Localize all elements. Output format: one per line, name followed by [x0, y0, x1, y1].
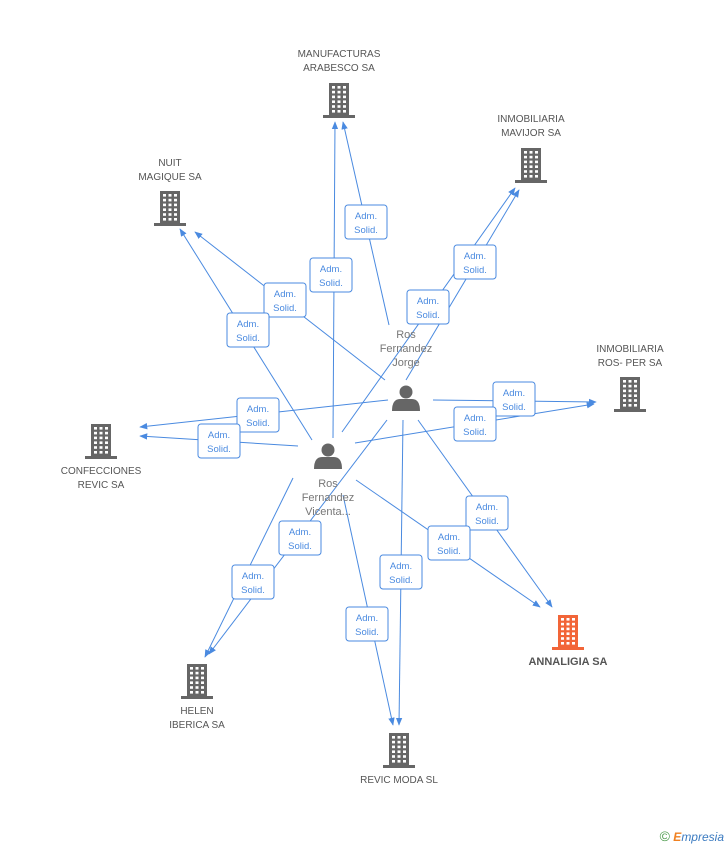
edge-label-text: Solid.	[288, 541, 312, 552]
edge-label-text: Solid.	[389, 575, 413, 586]
edge-label-text: Adm.	[476, 502, 498, 513]
building-icon[interactable]	[85, 424, 117, 459]
edge-role-label[interactable]: Adm. Solid.	[345, 606, 389, 642]
edge-label-text: Adm.	[242, 571, 264, 582]
building-icon[interactable]	[515, 148, 547, 183]
company-label-manufacturas[interactable]: MANUFACTURAS	[298, 49, 381, 60]
edge-label-text: Adm.	[464, 251, 486, 262]
person-label-vicenta[interactable]: Fernandez	[302, 492, 355, 504]
edge-label-text: Solid.	[463, 427, 487, 438]
company-label-confecciones[interactable]: REVIC SA	[78, 480, 125, 491]
person-label-vicenta[interactable]: Vicenta...	[305, 506, 351, 518]
edge-role-label[interactable]: Adm. Solid.	[197, 423, 241, 459]
edge-label-text: Solid.	[236, 333, 260, 344]
edge-label-text: Adm.	[438, 532, 460, 543]
edge-label-text: Adm.	[390, 561, 412, 572]
edge-label-text: Solid.	[241, 585, 265, 596]
edge-role-label[interactable]: Adm. Solid.	[453, 406, 497, 442]
person-label-jorge[interactable]: Fernandez	[380, 343, 433, 355]
person-icon[interactable]	[392, 385, 420, 412]
edge-role-label[interactable]: Adm. Solid.	[263, 282, 307, 318]
edge-label-text: Adm.	[503, 388, 525, 399]
building-icon[interactable]	[383, 733, 415, 768]
building-icon[interactable]	[552, 615, 584, 650]
edge-role-label[interactable]: Adm. Solid.	[406, 289, 450, 325]
edge-label-text: Solid.	[354, 225, 378, 236]
company-label-rosper[interactable]: INMOBILIARIA	[596, 344, 664, 355]
edge-label-text: Solid.	[246, 418, 270, 429]
edge-label-text: Solid.	[416, 310, 440, 321]
company-label-confecciones[interactable]: CONFECCIONES	[61, 466, 142, 477]
company-label-nuit[interactable]: MAGIQUE SA	[138, 172, 202, 183]
edge-role-label[interactable]: Adm. Solid.	[309, 257, 353, 293]
edge-label-text: Adm.	[237, 319, 259, 330]
edge-label-text: Solid.	[463, 265, 487, 276]
edge-label-text: Adm.	[289, 527, 311, 538]
person-label-jorge[interactable]: Jorge	[392, 357, 420, 369]
company-label-annaligia[interactable]: ANNALIGIA SA	[528, 656, 607, 668]
brand-name: mpresia	[681, 830, 724, 844]
edge-label-text: Solid.	[502, 402, 526, 413]
edge-labels-layer: Adm. Solid. Adm. Solid. Adm. Solid. Adm. Solid.…	[197, 204, 536, 642]
edge-label-text: Solid.	[207, 444, 231, 455]
company-label-rosper[interactable]: ROS- PER SA	[598, 358, 663, 369]
edge-label-text: Adm.	[417, 296, 439, 307]
edge-role-label[interactable]: Adm. Solid.	[231, 564, 275, 600]
edge-role-label[interactable]: Adm. Solid.	[465, 495, 509, 531]
edge-label-text: Adm.	[247, 404, 269, 415]
edge-label-text: Solid.	[319, 278, 343, 289]
empresia-logo[interactable]: © Empresia	[660, 828, 724, 844]
edge-label-text: Solid.	[437, 546, 461, 557]
company-label-mavijor[interactable]: INMOBILIARIA	[497, 114, 565, 125]
person-icon[interactable]	[314, 443, 342, 470]
company-label-revicmoda[interactable]: REVIC MODA SL	[360, 775, 438, 786]
edge-role-label[interactable]: Adm. Solid.	[344, 204, 388, 240]
edge-role-label[interactable]: Adm. Solid.	[492, 381, 536, 417]
edge-label-text: Solid.	[273, 303, 297, 314]
edge-label-text: Solid.	[355, 627, 379, 638]
edge-label-text: Adm.	[208, 430, 230, 441]
edge-role-label[interactable]: Adm. Solid.	[453, 244, 497, 280]
company-label-helen[interactable]: IBERICA SA	[169, 720, 225, 731]
edge-label-text: Adm.	[320, 264, 342, 275]
edge-label-text: Adm.	[355, 211, 377, 222]
company-label-manufacturas[interactable]: ARABESCO SA	[303, 63, 375, 74]
building-icon[interactable]	[154, 191, 186, 226]
copyright-symbol: ©	[659, 828, 670, 844]
edge-role-label[interactable]: Adm. Solid.	[379, 554, 423, 590]
edge-role-label[interactable]: Adm. Solid.	[278, 520, 322, 556]
person-label-vicenta[interactable]: Ros	[318, 478, 338, 490]
edge-role-label[interactable]: Adm. Solid.	[236, 397, 280, 433]
company-label-mavijor[interactable]: MAVIJOR SA	[501, 128, 561, 139]
edge-role-label[interactable]: Adm. Solid.	[427, 525, 471, 561]
edge-label-text: Adm.	[464, 413, 486, 424]
nodes-layer: MANUFACTURAS ARABESCO SA INMOBILIARIA MAVIJ…	[61, 49, 664, 786]
edge-jorge-to-mavijor	[405, 189, 520, 381]
edge-label-text: Adm.	[356, 613, 378, 624]
building-icon[interactable]	[323, 83, 355, 118]
company-label-nuit[interactable]: NUIT	[158, 158, 181, 169]
building-icon[interactable]	[614, 377, 646, 412]
edge-role-label[interactable]: Adm. Solid.	[226, 312, 270, 348]
brand-initial: E	[673, 830, 682, 844]
building-icon[interactable]	[181, 664, 213, 699]
edge-label-text: Adm.	[274, 289, 296, 300]
edge-label-text: Solid.	[475, 516, 499, 527]
person-label-jorge[interactable]: Ros	[396, 329, 416, 341]
company-label-helen[interactable]: HELEN	[180, 706, 213, 717]
